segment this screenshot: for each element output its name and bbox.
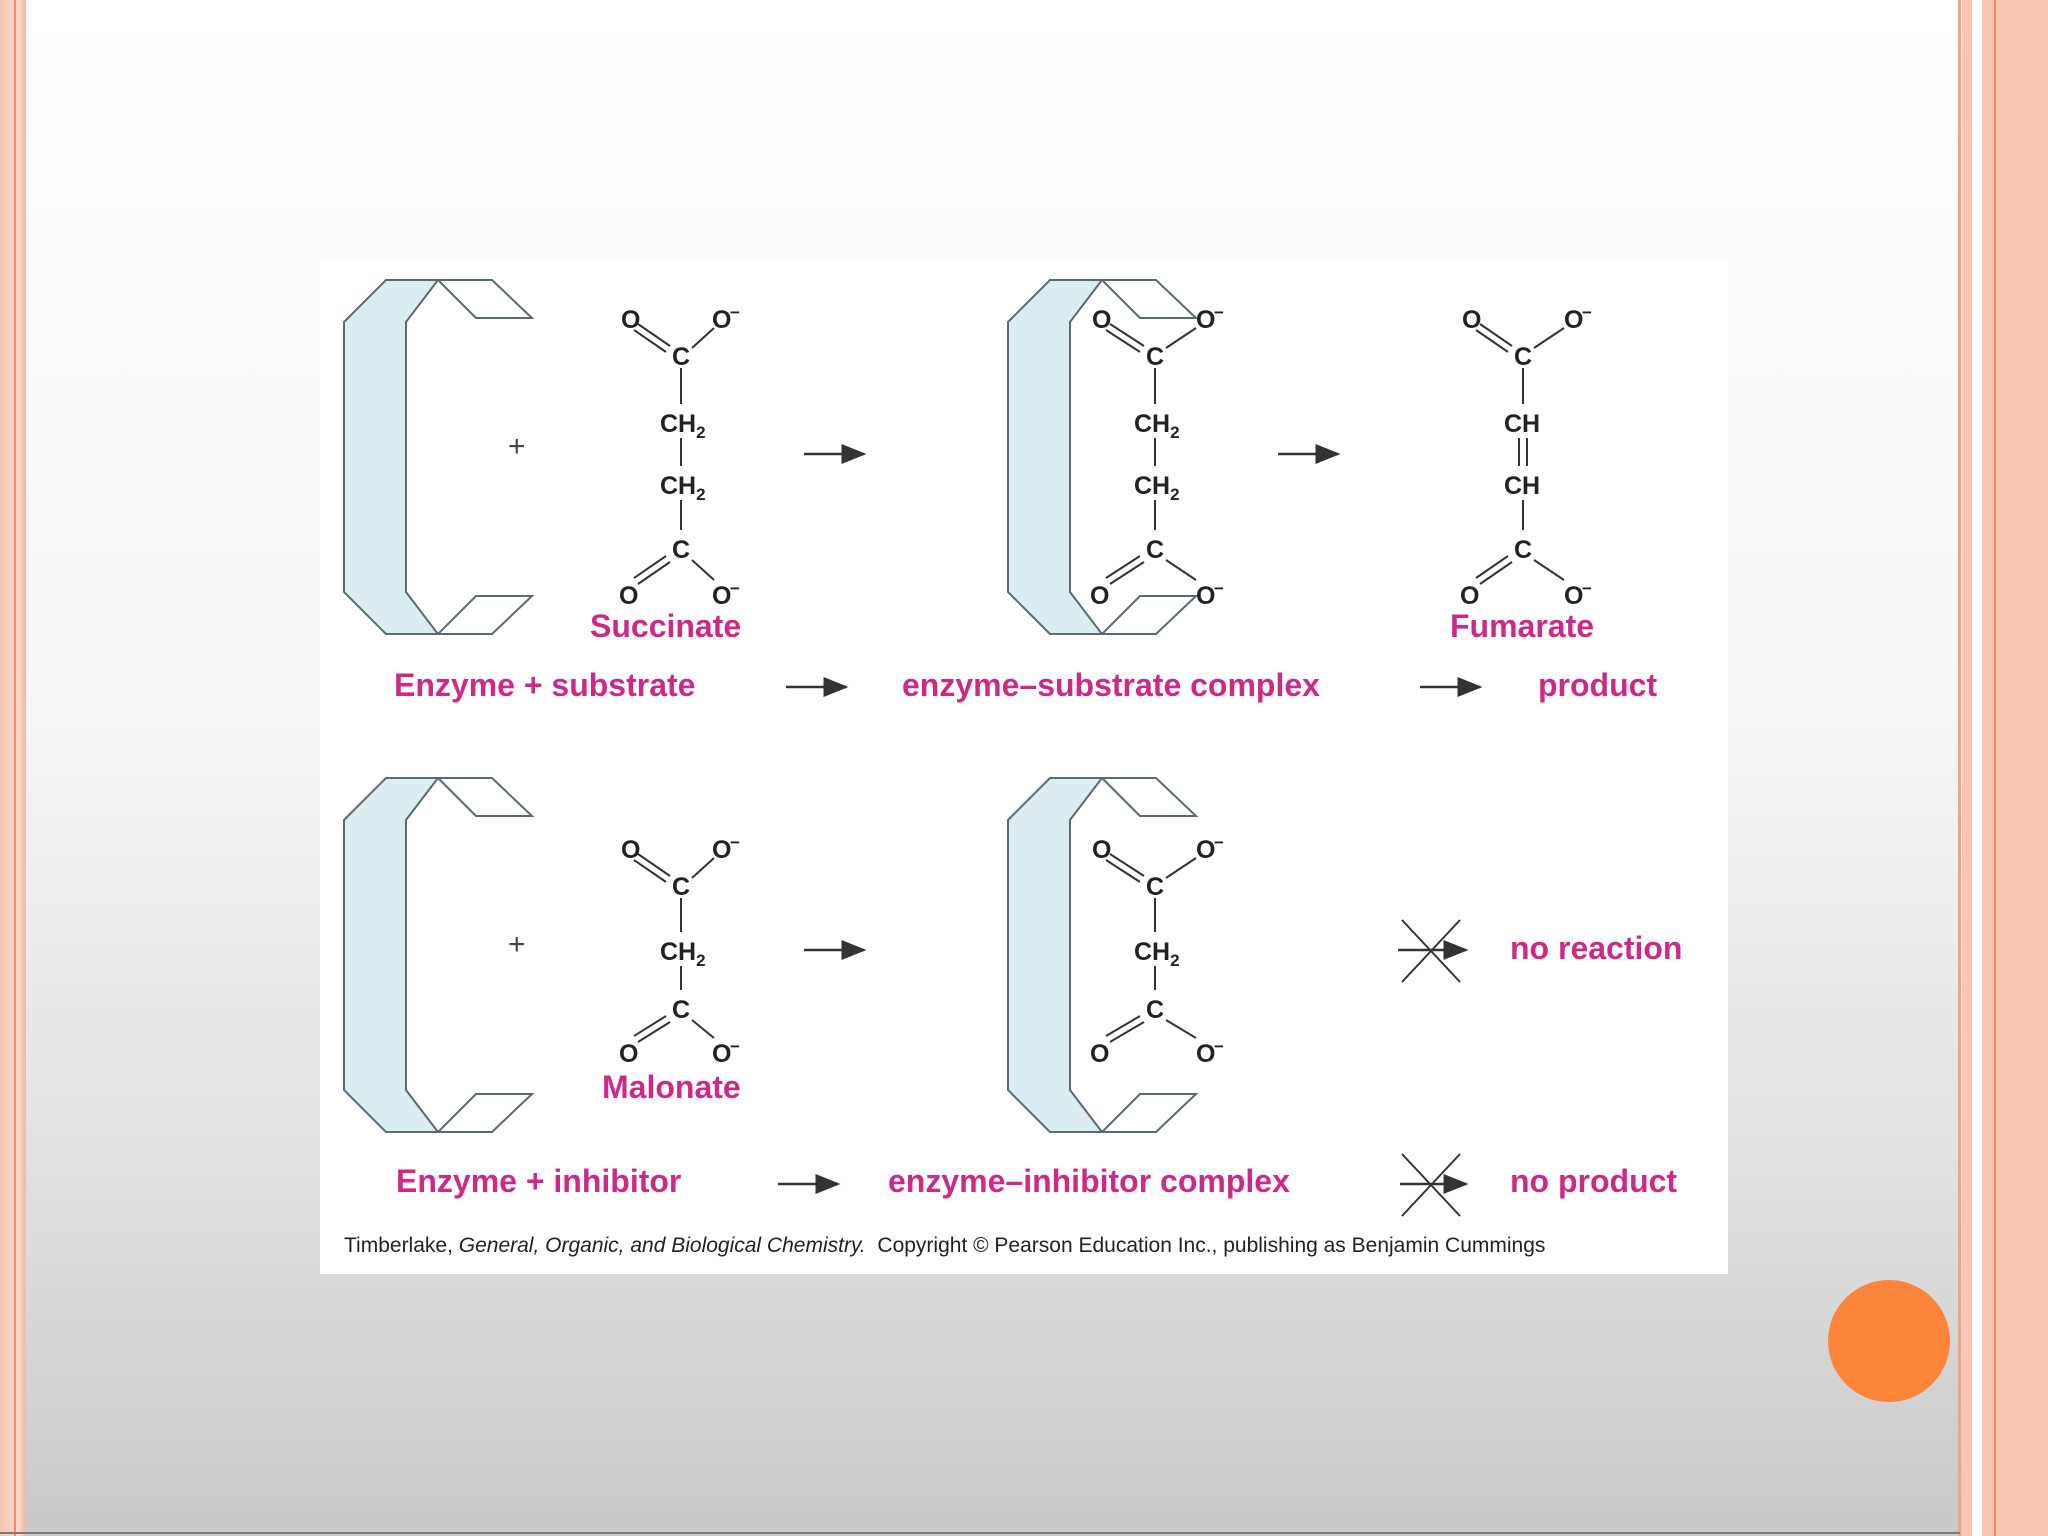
- atom-oxide: O: [1196, 582, 1215, 610]
- atom-oxide: O: [712, 306, 731, 334]
- atom-carbon: C: [672, 343, 690, 371]
- atom-oxygen: O: [619, 1040, 638, 1068]
- atom-carbon: C: [672, 996, 690, 1024]
- succinate-label: Succinate: [590, 608, 741, 644]
- atom-oxide: O: [712, 1040, 731, 1068]
- malonate-label: Malonate: [602, 1069, 741, 1105]
- left-border-strip: [0, 0, 26, 1536]
- atom-oxygen: O: [1462, 306, 1481, 334]
- atom-oxide: O: [1196, 836, 1215, 864]
- atom-carbon: C: [1146, 996, 1164, 1024]
- caption-ei-complex: enzyme–inhibitor complex: [888, 1163, 1290, 1199]
- plus-sign: +: [508, 430, 526, 463]
- decorative-orange-circle: [1828, 1280, 1950, 1402]
- atom-carbon: C: [1514, 536, 1532, 564]
- atom-carbon: C: [1146, 343, 1164, 371]
- atom-oxide: O: [1196, 306, 1215, 334]
- atom-oxide: O: [1196, 1040, 1215, 1068]
- group-ch2: CH2: [660, 410, 706, 442]
- atom-oxide: O: [1564, 306, 1583, 334]
- charge-label: −: [730, 833, 740, 852]
- malonate-molecule: O O − C CH2 C O O −: [619, 833, 740, 1068]
- blocked-arrow-icon: [1398, 919, 1469, 983]
- atom-carbon: C: [1146, 873, 1164, 901]
- bound-malonate: O O − C CH2 C O O −: [1090, 833, 1224, 1068]
- atom-oxygen: O: [1090, 582, 1109, 610]
- enzyme-shape-3: [343, 777, 533, 1133]
- atom-oxygen: O: [621, 836, 640, 864]
- succinate-molecule: O O − C CH2 CH2 C O O −: [619, 303, 740, 610]
- atom-carbon: C: [672, 873, 690, 901]
- group-ch: CH: [1504, 410, 1540, 438]
- atom-oxide: O: [712, 582, 731, 610]
- atom-oxygen: O: [1092, 836, 1111, 864]
- charge-label: −: [1214, 833, 1224, 852]
- group-ch2: CH2: [660, 938, 706, 970]
- group-ch2: CH2: [660, 472, 706, 504]
- fumarate-label: Fumarate: [1450, 608, 1594, 644]
- no-reaction-label: no reaction: [1510, 930, 1682, 966]
- group-ch: CH: [1504, 472, 1540, 500]
- atom-oxygen: O: [619, 582, 638, 610]
- atom-oxygen: O: [1090, 1040, 1109, 1068]
- caption-product: product: [1538, 667, 1657, 703]
- atom-carbon: C: [1514, 343, 1532, 371]
- charge-label: −: [1214, 1037, 1224, 1056]
- charge-label: −: [1214, 303, 1224, 322]
- caption-es-complex: enzyme–substrate complex: [902, 667, 1320, 703]
- right-border-line-inner: [1994, 0, 1996, 1536]
- caption-enzyme-inhibitor: Enzyme + inhibitor: [396, 1163, 681, 1199]
- left-border-line: [14, 0, 16, 1536]
- charge-label: −: [730, 579, 740, 598]
- group-ch2: CH2: [1134, 410, 1180, 442]
- plus-sign: +: [508, 928, 526, 961]
- group-ch2: CH2: [1134, 938, 1180, 970]
- charge-label: −: [730, 303, 740, 322]
- charge-label: −: [730, 1037, 740, 1056]
- atom-oxygen: O: [1460, 582, 1479, 610]
- right-border-gap: [1972, 0, 1982, 1536]
- atom-oxygen: O: [1092, 306, 1111, 334]
- fumarate-molecule: O O − C CH CH C O O −: [1460, 303, 1592, 610]
- charge-label: −: [1582, 579, 1592, 598]
- atom-carbon: C: [1146, 536, 1164, 564]
- charge-label: −: [1214, 579, 1224, 598]
- blocked-arrow-icon: [1400, 1153, 1469, 1217]
- atom-oxygen: O: [621, 306, 640, 334]
- charge-label: −: [1582, 303, 1592, 322]
- figure-canvas: + O O − C CH2 CH2 C O O − Succinate O O …: [343, 279, 1682, 1257]
- group-ch2: CH2: [1134, 472, 1180, 504]
- enzyme-inhibition-figure: + O O − C CH2 CH2 C O O − Succinate O O …: [320, 262, 1728, 1274]
- atom-oxide: O: [1564, 582, 1583, 610]
- atom-oxide: O: [712, 836, 731, 864]
- right-border-line: [1958, 0, 1961, 1536]
- caption-enzyme-substrate: Enzyme + substrate: [394, 667, 695, 703]
- bound-succinate: O O − C CH2 CH2 C O O −: [1090, 303, 1224, 610]
- atom-carbon: C: [672, 536, 690, 564]
- bottom-rule: [0, 1532, 1960, 1534]
- figure-credit: Timberlake, General, Organic, and Biolog…: [344, 1234, 1545, 1257]
- enzyme-shape-1: [343, 279, 533, 635]
- no-product-label: no product: [1510, 1163, 1677, 1199]
